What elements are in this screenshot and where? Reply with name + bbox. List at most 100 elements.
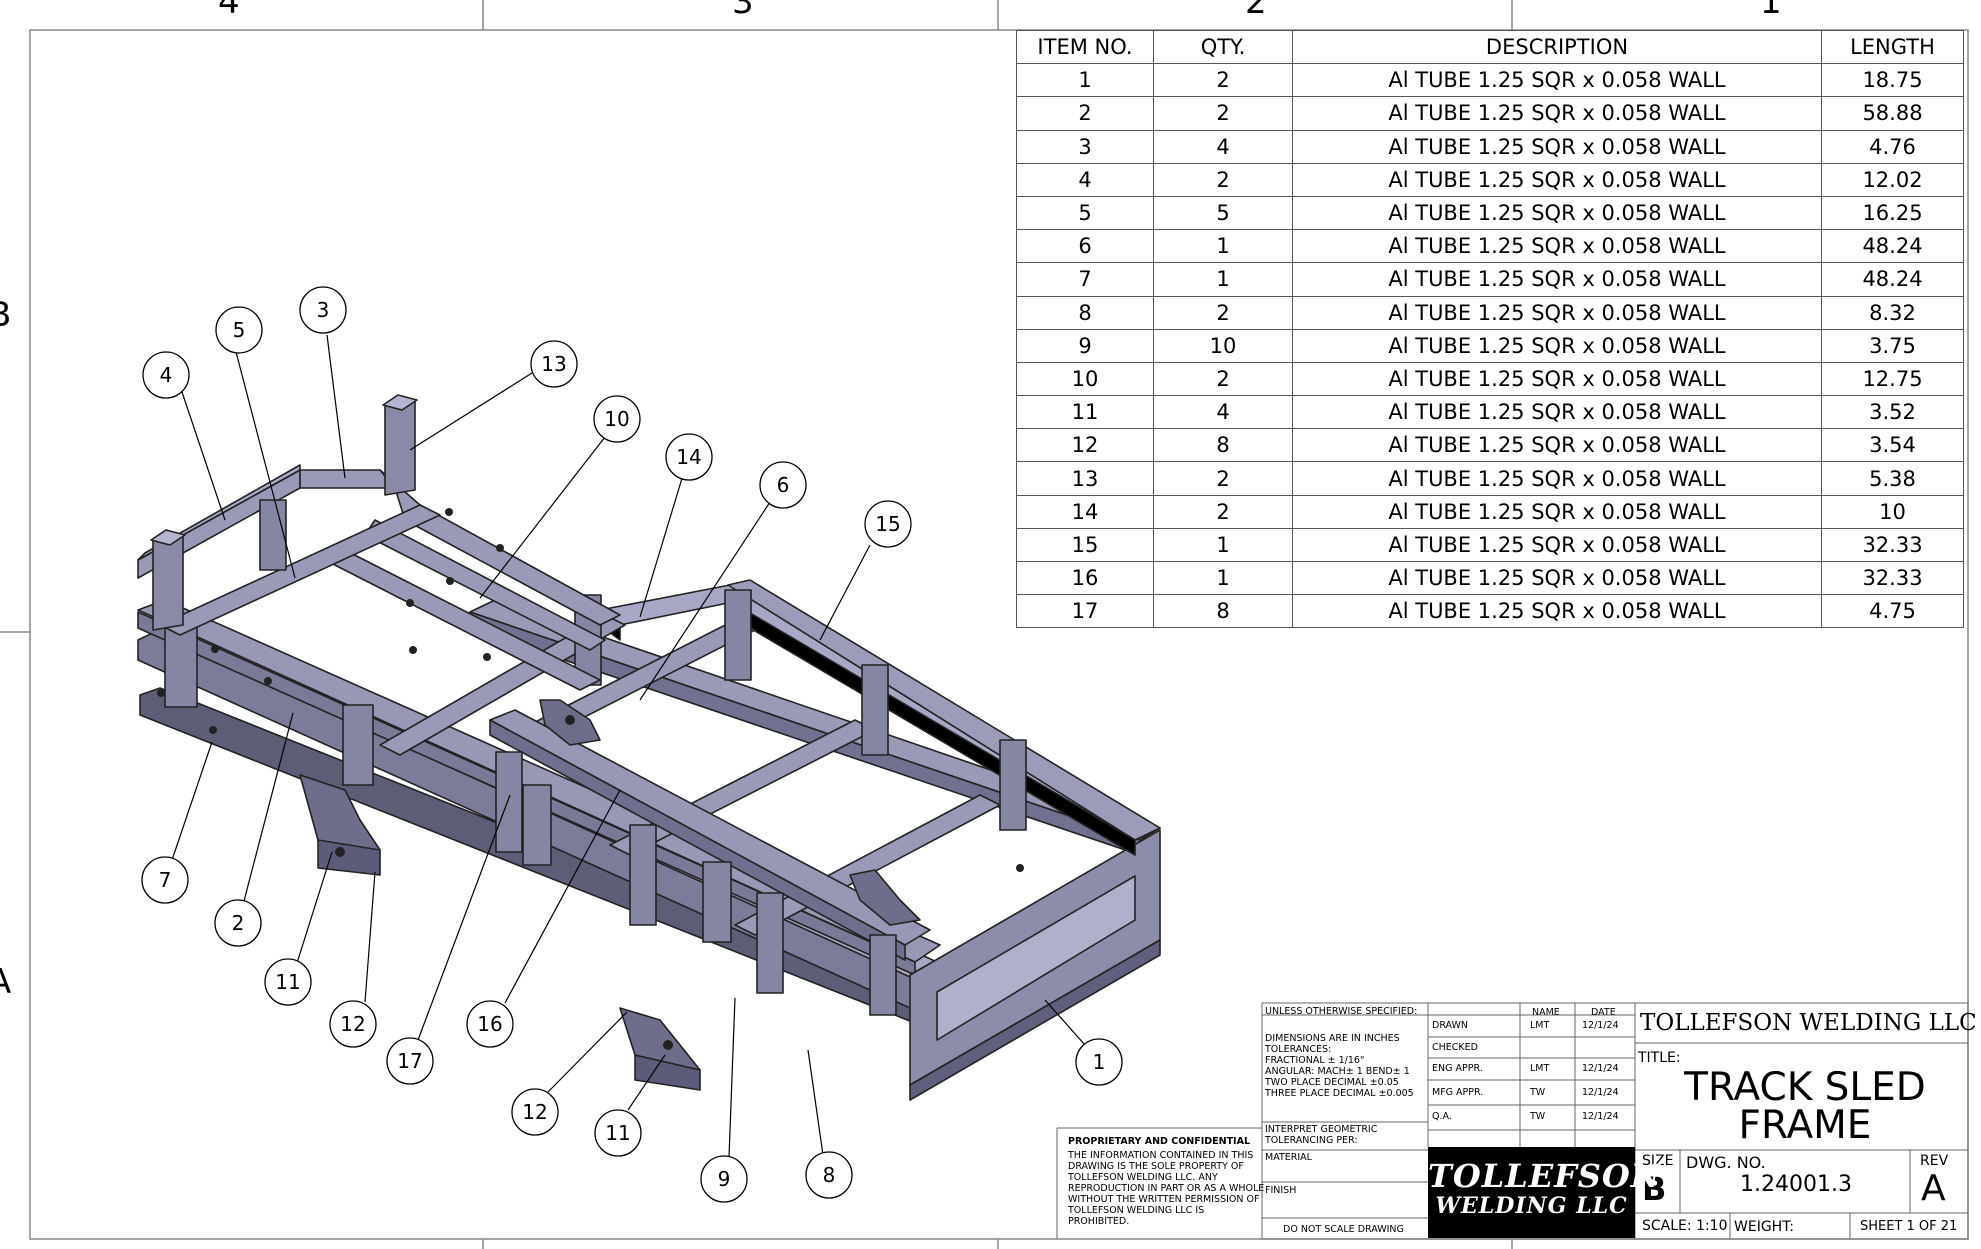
balloon-label: 2	[232, 911, 245, 935]
proprietary-note: PROPRIETARY AND CONFIDENTIAL THE INFORMA…	[1068, 1136, 1264, 1227]
bom-cell-qty: 2	[1153, 295, 1293, 330]
dims-line: DIMENSIONS ARE IN INCHES	[1265, 1033, 1400, 1044]
balloon-label: 5	[233, 318, 246, 342]
bom-cell-length: 48.24	[1821, 229, 1964, 264]
leader-1	[1044, 999, 1086, 1046]
date-column-header: DATE	[1591, 1007, 1616, 1018]
proprietary-line: REPRODUCTION IN PART OR AS A WHOLE	[1068, 1183, 1265, 1194]
balloon-label: 15	[875, 512, 900, 536]
bom-cell-qty: 10	[1153, 328, 1293, 363]
bom-cell-item: 6	[1016, 229, 1154, 264]
balloon-label: 14	[676, 445, 701, 469]
balloon-label: 4	[160, 363, 173, 387]
approval-role: CHECKED	[1432, 1042, 1478, 1053]
leader-3	[326, 334, 346, 479]
bom-cell-item: 14	[1016, 494, 1154, 529]
approval-date: 12/1/24	[1582, 1020, 1619, 1031]
bom-cell-length: 3.54	[1821, 428, 1964, 463]
company-logo: TOLLEFSON WELDING LLC	[1428, 1147, 1660, 1238]
approval-role: DRAWN	[1432, 1020, 1469, 1031]
sheet-size: B	[1642, 1170, 1667, 1208]
title-label: TITLE:	[1638, 1050, 1681, 1066]
bom-header-row: ITEM NO. QTY. DESCRIPTION LENGTH	[1016, 29, 1964, 65]
bom-cell-qty: 8	[1153, 594, 1293, 629]
sheet-number: SHEET 1 OF 21	[1860, 1219, 1958, 1234]
leader-14	[639, 474, 684, 618]
zone-col-3: 3	[732, 0, 754, 22]
bom-cell-description: Al TUBE 1.25 SQR x 0.058 WALL	[1292, 361, 1822, 397]
logo-line-2: WELDING LLC	[1435, 1193, 1628, 1219]
leader-9	[728, 997, 736, 1158]
leader-4	[181, 391, 226, 521]
bom-cell-item: 17	[1016, 594, 1154, 629]
bom-cell-qty: 2	[1153, 162, 1293, 197]
leader-11b	[627, 1054, 666, 1111]
bom-cell-description: Al TUBE 1.25 SQR x 0.058 WALL	[1292, 461, 1822, 496]
balloon-circle	[215, 306, 263, 354]
interpret-line: TOLERANCING PER:	[1265, 1135, 1358, 1146]
bom-cell-qty: 4	[1153, 129, 1293, 164]
bom-cell-item: 4	[1016, 162, 1154, 197]
proprietary-line: PROHIBITED.	[1068, 1216, 1130, 1227]
balloon-circle	[665, 433, 713, 481]
approval-name: LMT	[1530, 1020, 1550, 1031]
bom-cell-description: Al TUBE 1.25 SQR x 0.058 WALL	[1292, 328, 1822, 363]
bom-header-qty: QTY.	[1153, 29, 1293, 65]
zone-col-4: 4	[218, 0, 240, 22]
proprietary-line: WITHOUT THE WRITTEN PERMISSION OF	[1068, 1194, 1260, 1205]
approval-name: TW	[1530, 1087, 1546, 1098]
bom-cell-item: 10	[1016, 361, 1154, 397]
zone-col-1: 1	[1760, 0, 1782, 22]
bom-cell-length: 4.76	[1821, 129, 1964, 164]
approval-role: MFG APPR.	[1432, 1087, 1484, 1098]
bom-cell-qty: 2	[1153, 494, 1293, 529]
bom-cell-length: 32.33	[1821, 560, 1964, 596]
balloon-circle	[594, 1109, 642, 1157]
drawing-title-line-1: TRACK SLED	[1684, 1065, 1926, 1110]
bom-cell-length: 3.75	[1821, 328, 1964, 363]
bom-cell-qty: 1	[1153, 262, 1293, 297]
bom-cell-description: Al TUBE 1.25 SQR x 0.058 WALL	[1292, 527, 1822, 563]
balloon-circle	[141, 856, 189, 904]
balloon-circle	[264, 958, 312, 1006]
approval-name: TW	[1530, 1111, 1546, 1122]
dims-line: ANGULAR: MACH± 1 BEND± 1	[1265, 1066, 1410, 1077]
balloon-circle	[759, 461, 807, 509]
balloon-label: 6	[777, 473, 790, 497]
do-not-scale-note: DO NOT SCALE DRAWING	[1283, 1224, 1404, 1235]
frame-isometric-view	[137, 394, 1161, 1101]
balloon-circle	[864, 500, 912, 548]
unless-specified-note: UNLESS OTHERWISE SPECIFIED:	[1265, 1006, 1418, 1017]
size-label: SIZE	[1642, 1153, 1674, 1169]
leader-7	[171, 741, 213, 861]
zone-row-b: B	[0, 295, 11, 335]
balloon-circle	[530, 340, 578, 388]
bom-cell-length: 58.88	[1821, 96, 1964, 131]
leader-12b	[547, 1011, 628, 1093]
balloon-label: 11	[605, 1121, 630, 1145]
leader-5	[234, 347, 296, 579]
bom-cell-qty: 2	[1153, 96, 1293, 131]
bom-cell-qty: 4	[1153, 395, 1293, 430]
approval-date: 12/1/24	[1582, 1063, 1619, 1074]
approval-name: LMT	[1530, 1063, 1550, 1074]
leader-11a	[296, 851, 333, 964]
bom-cell-description: Al TUBE 1.25 SQR x 0.058 WALL	[1292, 96, 1822, 131]
interpret-line: INTERPRET GEOMETRIC	[1265, 1124, 1378, 1135]
bom-cell-description: Al TUBE 1.25 SQR x 0.058 WALL	[1292, 560, 1822, 596]
balloon-circle	[214, 899, 262, 947]
bom-cell-length: 5.38	[1821, 461, 1964, 496]
bom-cell-description: Al TUBE 1.25 SQR x 0.058 WALL	[1292, 229, 1822, 264]
dims-line: THREE PLACE DECIMAL ±0.005	[1265, 1088, 1414, 1099]
dims-line: TWO PLACE DECIMAL ±0.05	[1265, 1077, 1399, 1088]
